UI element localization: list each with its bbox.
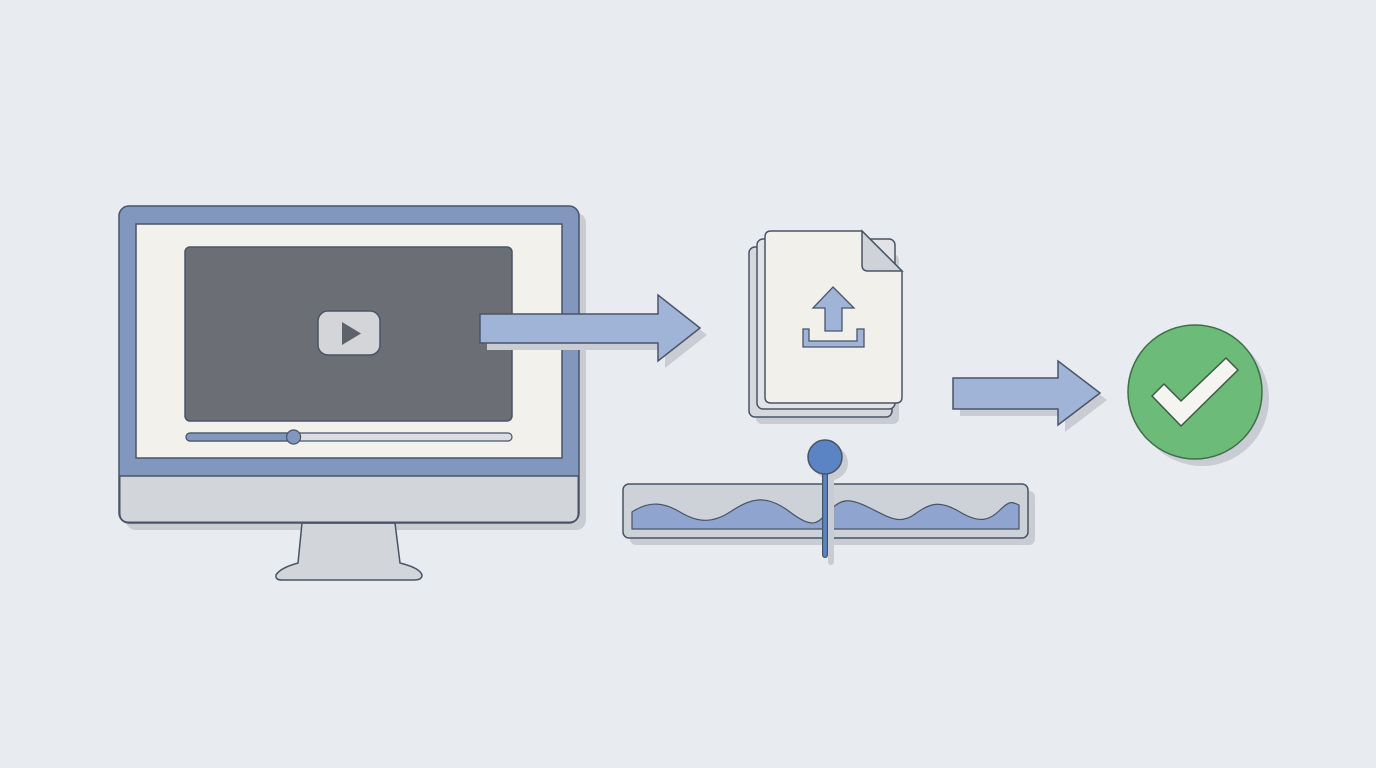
waveform-fill [631, 499, 1020, 530]
check-circle-icon [1127, 324, 1269, 466]
document-stack-icon [748, 229, 904, 424]
monitor-icon [118, 205, 586, 581]
play-icon[interactable] [317, 310, 381, 356]
arrow-right-icon [952, 359, 1107, 432]
monitor-stand [275, 522, 423, 581]
video-progress-knob[interactable] [285, 429, 302, 445]
video-progress-bar[interactable] [185, 429, 513, 445]
folded-corner [861, 229, 904, 272]
monitor-chin [119, 475, 579, 523]
upload-icon [802, 286, 865, 348]
video-progress-fill [185, 432, 295, 442]
arrow-right-icon [479, 293, 707, 368]
playhead-pin-icon[interactable] [807, 439, 848, 565]
